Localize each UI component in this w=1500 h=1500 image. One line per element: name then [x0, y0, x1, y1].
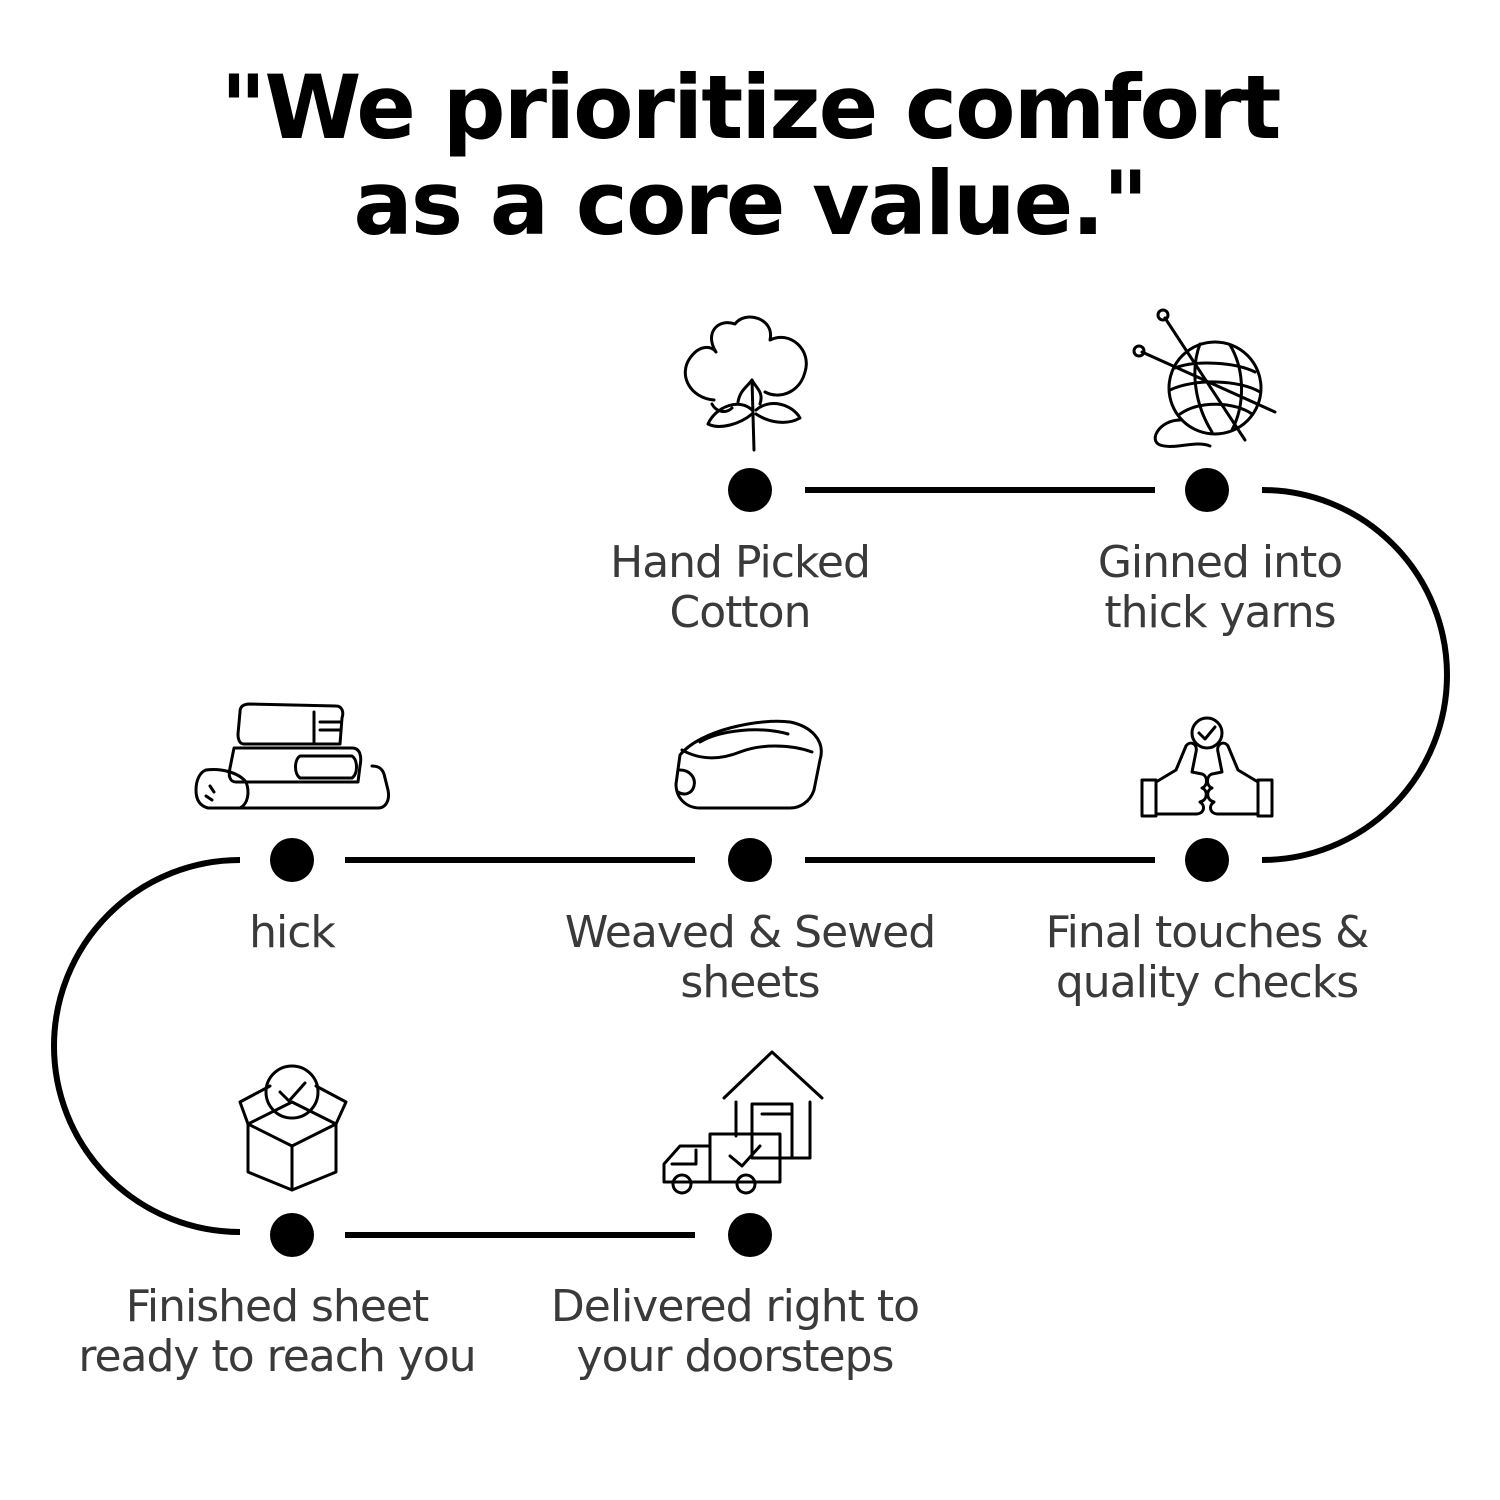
headline-line-1: "We prioritize comfort: [220, 56, 1282, 159]
step-dot-3: [1185, 838, 1229, 882]
step-dot-5: [270, 838, 314, 882]
thumbs-up-check-icon: [1140, 716, 1274, 818]
step-dots: [270, 468, 1229, 1257]
folded-sheet-icon: [674, 719, 823, 810]
connector-curve-left: [51, 857, 241, 1235]
step-label-ginned-yarns: Ginned into thick yarns: [1097, 537, 1343, 638]
connector-curve-right: [1261, 487, 1450, 863]
cotton-plant-icon: [683, 315, 808, 452]
step-label-hick: hick: [249, 907, 336, 958]
process-path: [51, 487, 1450, 1238]
yarn-ball-icon: [1132, 308, 1277, 448]
step-label-delivered: Delivered right to your doorsteps: [550, 1281, 920, 1382]
checked-box-icon: [238, 1064, 348, 1192]
delivery-truck-house-icon: [662, 1050, 824, 1195]
headline: "We prioritize comfort as a core value.": [0, 60, 1500, 252]
towel-stack-icon: [194, 702, 390, 810]
step-dot-1: [728, 468, 772, 512]
step-dot-2: [1185, 468, 1229, 512]
step-dot-7: [728, 1213, 772, 1257]
step-dot-4: [728, 838, 772, 882]
headline-line-2: as a core value.": [353, 152, 1148, 255]
step-dot-6: [270, 1213, 314, 1257]
step-label-quality-checks: Final touches & quality checks: [1045, 907, 1370, 1008]
step-label-hand-picked-cotton: Hand Picked Cotton: [610, 537, 871, 638]
step-label-weaved-sewed: Weaved & Sewed sheets: [564, 907, 936, 1008]
step-label-finished-sheet: Finished sheet ready to reach you: [78, 1281, 476, 1382]
